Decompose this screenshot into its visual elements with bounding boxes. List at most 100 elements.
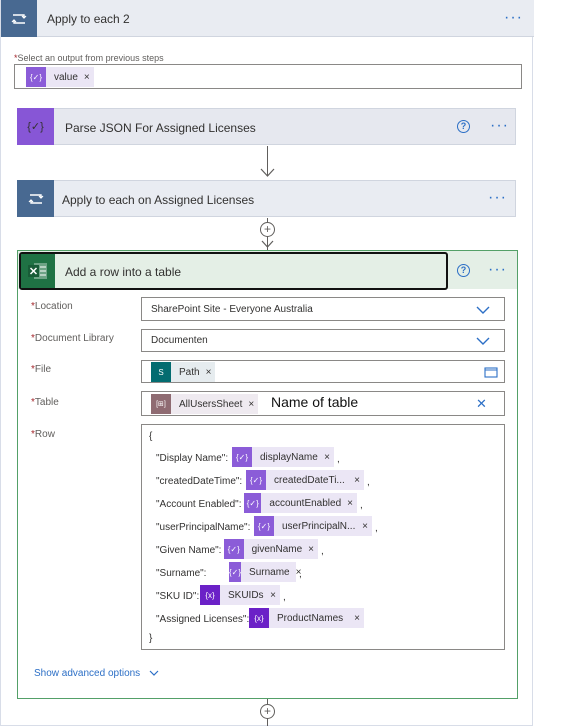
row-token-label: userPrincipalN...: [282, 520, 356, 532]
row-key: "createdDateTime":: [156, 476, 243, 487]
row-token-label: givenName: [251, 543, 303, 555]
value-token[interactable]: {✓} value ×: [26, 67, 94, 87]
inner-loop-menu-icon[interactable]: ···: [488, 189, 507, 206]
name-of-table-annotation: Name of table: [271, 394, 359, 410]
chevron-down-icon: [149, 670, 159, 676]
remove-token-icon[interactable]: ×: [295, 566, 302, 578]
json-open-brace: {: [149, 431, 153, 442]
parse-json-icon: {✓}: [17, 108, 54, 145]
remove-token-icon[interactable]: ×: [205, 366, 212, 378]
row-value-token[interactable]: {✓} userPrincipalN... ×: [254, 516, 372, 536]
expression-icon: {x}: [200, 585, 220, 605]
row-token-label: createdDateTi...: [274, 474, 345, 486]
chevron-down-icon: [476, 306, 490, 314]
file-label: *File: [31, 364, 52, 375]
variable-icon: {✓}: [229, 562, 242, 582]
apply-to-each-assigned-licenses-title: Apply to each on Assigned Licenses: [62, 193, 255, 207]
apply-to-each-2-title: Apply to each 2: [47, 12, 130, 26]
json-close-brace: }: [149, 633, 153, 644]
remove-token-icon[interactable]: ×: [347, 497, 353, 509]
remove-token-icon[interactable]: ×: [354, 474, 360, 486]
parse-json-title: Parse JSON For Assigned Licenses: [65, 121, 256, 135]
location-dropdown[interactable]: SharePoint Site - Everyone Australia: [141, 297, 505, 321]
loop-icon: [1, 0, 37, 37]
row-token-label: displayName: [260, 451, 318, 463]
document-library-dropdown[interactable]: Documenten: [141, 329, 505, 352]
variable-icon: {✓}: [26, 67, 46, 87]
row-separator: ,: [299, 569, 302, 580]
remove-token-icon[interactable]: ×: [324, 451, 330, 463]
document-library-label: *Document Library: [31, 333, 114, 344]
apply-to-each-2-header[interactable]: Apply to each 2 ···: [1, 0, 534, 37]
row-token-label: ProductNames: [277, 612, 344, 624]
help-icon[interactable]: ?: [457, 120, 470, 133]
show-advanced-options-link[interactable]: Show advanced options: [34, 668, 159, 679]
remove-token-icon[interactable]: ×: [270, 589, 276, 601]
arrow-down-icon: [261, 240, 274, 248]
add-row-menu-icon[interactable]: ···: [488, 261, 507, 278]
arrow-down-icon: [260, 168, 275, 177]
row-separator: ,: [283, 592, 286, 603]
row-key: "userPrincipalName":: [156, 522, 251, 533]
row-value-token[interactable]: {x} SKUIDs ×: [200, 585, 280, 605]
variable-icon: {✓}: [224, 539, 244, 559]
row-token-label: Surname: [249, 566, 290, 578]
allusersheet-token[interactable]: [⊞] AllUsersSheet ×: [151, 394, 259, 414]
apply-to-each-2-container: Apply to each 2 ··· *Select an output fr…: [0, 0, 534, 726]
remove-token-icon[interactable]: ×: [308, 543, 314, 555]
file-input[interactable]: S Path ×: [141, 360, 505, 383]
remove-token-icon[interactable]: ×: [83, 71, 90, 83]
location-label: *Location: [31, 301, 73, 312]
row-separator: ,: [375, 523, 378, 534]
folder-icon[interactable]: [484, 366, 498, 378]
insert-step-icon[interactable]: +: [260, 704, 275, 719]
parse-json-menu-icon[interactable]: ···: [490, 117, 509, 134]
row-key: "Given Name":: [156, 545, 222, 556]
row-key: "Display Name":: [156, 453, 229, 464]
row-separator: ,: [321, 546, 324, 557]
row-value-token[interactable]: {✓} givenName ×: [224, 539, 318, 559]
row-key: "Account Enabled":: [156, 499, 242, 510]
table-label: *Table: [31, 397, 59, 408]
table-input[interactable]: [⊞] AllUsersSheet × Name of table ✕: [141, 391, 505, 416]
add-row-header[interactable]: Add a row into a table: [19, 252, 448, 290]
variable-icon: {✓}: [232, 447, 252, 467]
select-output-label: *Select an output from previous steps: [14, 53, 164, 63]
row-key: "Assigned Licenses":: [156, 614, 250, 625]
row-token-label: SKUIDs: [228, 589, 264, 601]
connector-line: [267, 146, 268, 176]
apply-to-each-2-menu-icon[interactable]: ···: [504, 9, 523, 26]
row-value-token[interactable]: {x} ProductNames ×: [249, 608, 364, 628]
row-value-token[interactable]: {✓} displayName ×: [232, 447, 334, 467]
loop-icon: [17, 180, 54, 217]
row-label: *Row: [31, 429, 55, 440]
apply-to-each-assigned-licenses[interactable]: Apply to each on Assigned Licenses ···: [17, 180, 516, 217]
remove-token-icon[interactable]: ×: [354, 612, 360, 624]
select-output-input[interactable]: {✓} value ×: [14, 64, 522, 89]
row-token-label: accountEnabled: [269, 497, 342, 509]
variable-icon: {✓}: [244, 493, 262, 513]
path-token[interactable]: S Path ×: [151, 362, 216, 382]
remove-token-icon[interactable]: ×: [248, 398, 255, 410]
sharepoint-icon: S: [151, 362, 171, 382]
remove-token-icon[interactable]: ×: [362, 520, 368, 532]
chevron-down-icon: [476, 337, 490, 345]
clear-icon[interactable]: ✕: [476, 396, 487, 411]
parse-json-action[interactable]: {✓} Parse JSON For Assigned Licenses ? ·…: [17, 108, 516, 145]
excel-icon: [21, 254, 55, 288]
row-value-token[interactable]: {✓} accountEnabled ×: [244, 493, 357, 513]
row-separator: ,: [337, 454, 340, 465]
variable-icon: {✓}: [246, 470, 266, 490]
expression-icon: {x}: [249, 608, 269, 628]
row-key: "Surname":: [156, 568, 207, 579]
insert-step-icon[interactable]: +: [260, 222, 275, 237]
row-separator: ,: [367, 477, 370, 488]
variable-icon: {✓}: [254, 516, 274, 536]
row-value-token[interactable]: {✓} Surname ×: [229, 562, 301, 582]
row-value-token[interactable]: {✓} createdDateTi... ×: [246, 470, 364, 490]
table-icon: [⊞]: [151, 394, 171, 414]
add-row-title: Add a row into a table: [65, 265, 182, 279]
help-icon[interactable]: ?: [457, 264, 470, 277]
row-separator: ,: [360, 500, 363, 511]
row-key: "SKU ID":: [156, 591, 200, 602]
